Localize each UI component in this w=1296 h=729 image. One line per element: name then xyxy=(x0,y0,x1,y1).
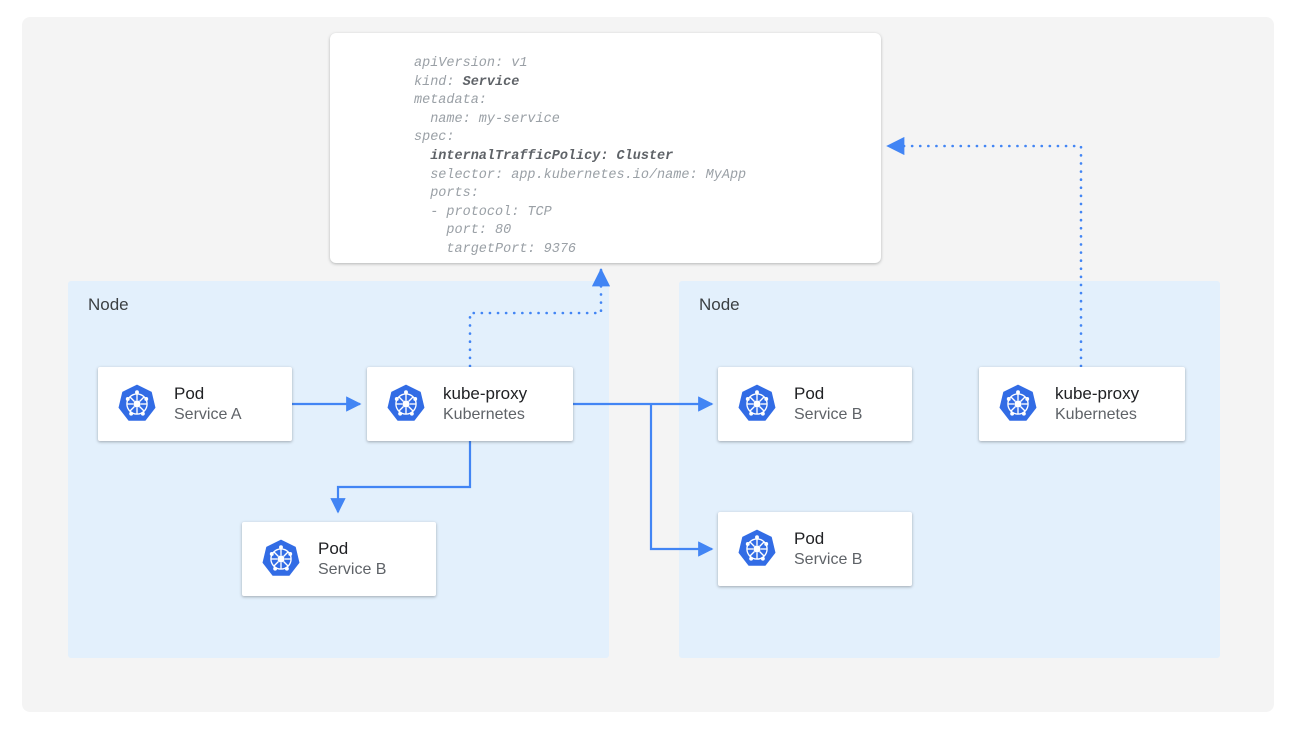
kubernetes-icon xyxy=(738,529,776,566)
card-pod-service-a[interactable]: Pod Service A xyxy=(98,367,292,441)
card-pod-service-b-remote-2[interactable]: Pod Service B xyxy=(718,512,912,586)
kubernetes-icon xyxy=(999,384,1037,421)
card-kube-proxy-right[interactable]: kube-proxy Kubernetes xyxy=(979,367,1185,441)
card-title: Pod xyxy=(794,384,825,403)
card-subtitle: Service B xyxy=(794,406,863,423)
card-title: Pod xyxy=(318,539,349,558)
kubernetes-icon xyxy=(118,384,156,421)
card-title: Pod xyxy=(794,529,825,548)
node-label-left: Node xyxy=(88,295,129,314)
card-text: Pod Service B xyxy=(302,538,436,580)
card-subtitle: Service A xyxy=(174,406,242,423)
card-text: Pod Service A xyxy=(158,383,292,425)
kubernetes-icon xyxy=(387,384,425,421)
card-pod-service-b-local[interactable]: Pod Service B xyxy=(242,522,436,596)
card-subtitle: Service B xyxy=(318,561,387,578)
card-title: Pod xyxy=(174,384,205,403)
card-kube-proxy-left[interactable]: kube-proxy Kubernetes xyxy=(367,367,573,441)
card-subtitle: Service B xyxy=(794,551,863,568)
node-panel-left: Node xyxy=(68,281,609,658)
node-label-right: Node xyxy=(699,295,740,314)
node-panel-right: Node xyxy=(679,281,1220,658)
card-title: kube-proxy xyxy=(443,384,528,403)
card-subtitle: Kubernetes xyxy=(1055,406,1137,423)
card-title: kube-proxy xyxy=(1055,384,1140,403)
card-text: Pod Service B xyxy=(778,528,912,570)
card-pod-service-b-remote-1[interactable]: Pod Service B xyxy=(718,367,912,441)
kubernetes-icon xyxy=(738,384,776,421)
kubernetes-icon xyxy=(262,539,300,576)
service-manifest-card: apiVersion: v1 kind: Service metadata: n… xyxy=(330,33,881,263)
card-text: Pod Service B xyxy=(778,383,912,425)
card-text: kube-proxy Kubernetes xyxy=(1039,383,1185,425)
service-manifest-code: apiVersion: v1 kind: Service metadata: n… xyxy=(414,56,747,257)
card-subtitle: Kubernetes xyxy=(443,406,525,423)
card-text: kube-proxy Kubernetes xyxy=(427,383,573,425)
